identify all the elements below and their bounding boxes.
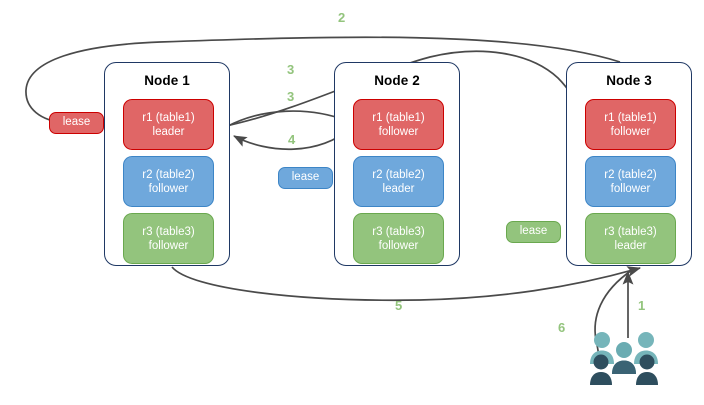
edge-step-3-to-node2: [225, 110, 349, 128]
replica-node2-r2[interactable]: r2 (table2) leader: [353, 156, 444, 207]
replica-name: r2 (table2): [142, 169, 195, 181]
replica-role: leader: [382, 183, 415, 195]
lease-chip-r2[interactable]: lease: [278, 167, 333, 189]
replica-role: follower: [148, 183, 189, 195]
replica-node1-r2[interactable]: r2 (table2) follower: [123, 156, 214, 207]
lease-chip-r1[interactable]: lease: [49, 112, 104, 134]
replica-node2-r3[interactable]: r3 (table3) follower: [353, 213, 444, 264]
replica-role: follower: [378, 240, 419, 252]
replica-role: leader: [152, 126, 185, 138]
replica-name: r1 (table1): [142, 112, 195, 124]
replica-node1-r3[interactable]: r3 (table3) follower: [123, 213, 214, 264]
node-title-node1: Node 1: [144, 73, 190, 88]
replica-node2-r1[interactable]: r1 (table1) follower: [353, 99, 444, 150]
replica-role: follower: [610, 183, 651, 195]
edge-label-4: 4: [288, 132, 296, 147]
edge-label-6: 6: [558, 320, 566, 335]
replica-role: follower: [610, 126, 651, 138]
replica-name: r3 (table3): [142, 226, 195, 238]
replica-role: follower: [378, 126, 419, 138]
replica-node3-r3[interactable]: r3 (table3) leader: [585, 213, 676, 264]
edge-label-1: 1: [638, 298, 646, 313]
users-group-icon: [590, 332, 658, 385]
replica-name: r1 (table1): [372, 112, 425, 124]
edge-label-3-upper: 3: [287, 62, 295, 77]
replica-node3-r1[interactable]: r1 (table1) follower: [585, 99, 676, 150]
replica-role: leader: [614, 240, 647, 252]
edge-label-2: 2: [338, 10, 346, 25]
replica-role: follower: [148, 240, 189, 252]
replica-name: r3 (table3): [604, 226, 657, 238]
edge-label-3-lower: 3: [287, 89, 295, 104]
replica-node1-r1[interactable]: r1 (table1) leader: [123, 99, 214, 150]
node-title-node3: Node 3: [606, 73, 652, 88]
replica-node3-r2[interactable]: r2 (table2) follower: [585, 156, 676, 207]
node-title-node2: Node 2: [374, 73, 420, 88]
lease-chip-r3[interactable]: lease: [506, 221, 561, 243]
node-box-node1[interactable]: Node 1 r1 (table1) leader r2 (table2) fo…: [104, 62, 230, 266]
replica-name: r2 (table2): [372, 169, 425, 181]
edge-step-5: [171, 266, 641, 302]
node-box-node3[interactable]: Node 3 r1 (table1) follower r2 (table2) …: [566, 62, 692, 266]
replica-name: r3 (table3): [372, 226, 425, 238]
replica-name: r2 (table2): [604, 169, 657, 181]
node-box-node2[interactable]: Node 2 r1 (table1) follower r2 (table2) …: [334, 62, 460, 266]
replica-name: r1 (table1): [604, 112, 657, 124]
edge-label-5: 5: [395, 298, 403, 313]
